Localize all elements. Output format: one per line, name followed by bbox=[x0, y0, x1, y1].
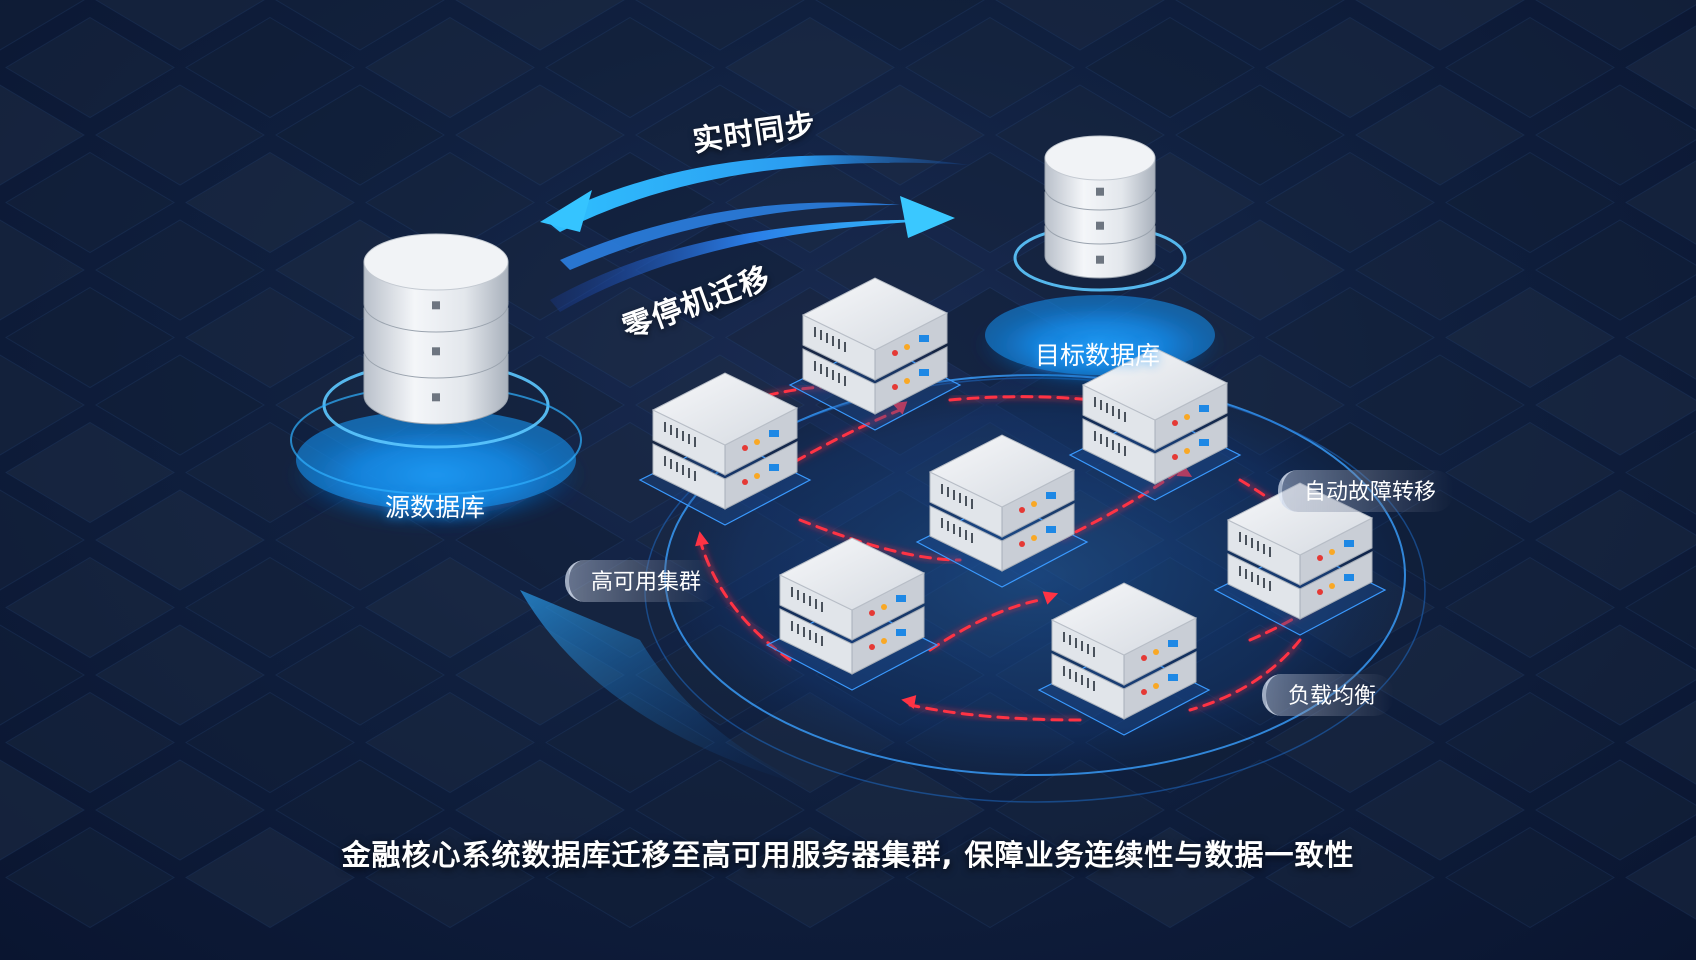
server-cluster bbox=[638, 277, 1387, 736]
ha-cluster-tag: 高可用集群 bbox=[565, 560, 720, 602]
load-balance-tag: 负载均衡 bbox=[1262, 674, 1395, 716]
sync-arrows bbox=[540, 155, 970, 312]
target-db-label: 目标数据库 bbox=[1035, 341, 1161, 370]
auto-failover-tag: 自动故障转移 bbox=[1278, 470, 1455, 512]
source-db-label: 源数据库 bbox=[385, 493, 486, 522]
caption: 金融核心系统数据库迁移至高可用服务器集群, 保障业务连续性与数据一致性 bbox=[341, 838, 1355, 872]
source-database bbox=[286, 233, 586, 530]
migration-sweep-arc bbox=[520, 590, 820, 790]
